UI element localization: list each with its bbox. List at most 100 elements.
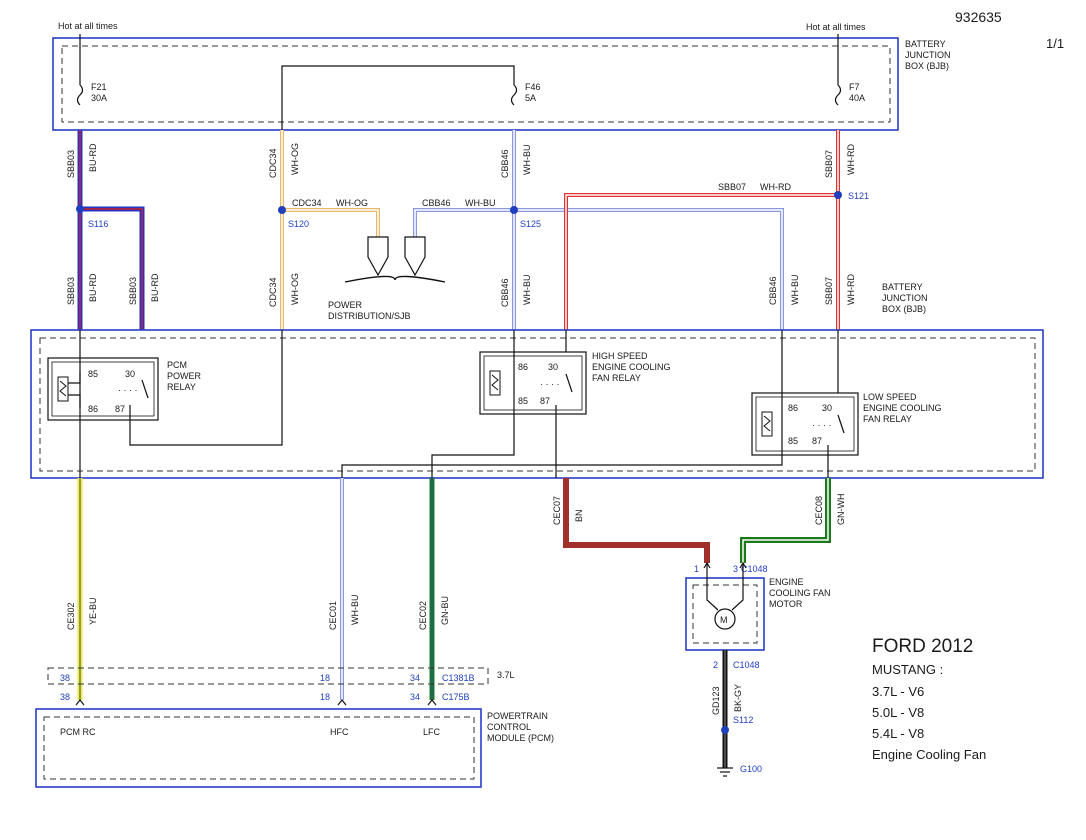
- svg-text:· · · ·: · · · ·: [540, 379, 560, 389]
- motor-pin1: 1: [694, 564, 699, 574]
- label-cec08: CEC08: [814, 496, 824, 525]
- label-cec01: CEC01: [328, 601, 338, 630]
- fuse-f46-id: F46: [525, 82, 541, 92]
- bjb-mid-label-1: BATTERY: [882, 282, 923, 292]
- pcm-label-2: CONTROL: [487, 722, 531, 732]
- label-cec02: CEC02: [418, 601, 428, 630]
- splice-s120: [278, 206, 286, 214]
- label-gnwh: GN-WH: [836, 494, 846, 526]
- fuse-f7-id: F7: [849, 82, 860, 92]
- low-relay-pin86: 86: [788, 403, 798, 413]
- pcm-label-3: MODULE (PCM): [487, 733, 554, 743]
- label-cdc34-horiz: CDC34: [292, 198, 322, 208]
- splice-s125: [510, 206, 518, 214]
- pcm-hfc-label: HFC: [330, 727, 349, 737]
- fuse-f21-amp: 30A: [91, 93, 107, 103]
- title-system: Engine Cooling Fan: [872, 747, 986, 762]
- label-cdc34-upper: CDC34: [268, 148, 278, 178]
- label-whbu-horiz: WH-BU: [465, 198, 496, 208]
- title-engine-1: 3.7L - V6: [872, 684, 924, 699]
- pcm-inner: [43, 716, 475, 780]
- pcm-relay-pin85: 85: [88, 369, 98, 379]
- fuse-f21-symbol: [76, 84, 84, 106]
- pcm-pin-arrow-1: [75, 699, 85, 706]
- fan-motor-icon: [714, 608, 736, 630]
- conn-c1381b: C1381B: [442, 673, 475, 683]
- motor-label-1: ENGINE: [769, 577, 804, 587]
- motor-conn-bottom: C1048: [733, 660, 760, 670]
- high-relay-label-3: FAN RELAY: [592, 373, 641, 383]
- wire-cbb46: [413, 130, 784, 330]
- motor-m: M: [720, 615, 728, 625]
- power-dist-label-1: POWER: [328, 300, 363, 310]
- power-distribution-connector: [344, 236, 446, 283]
- low-relay-86-wire: [341, 330, 783, 478]
- high-relay-label-2: ENGINE COOLING: [592, 362, 671, 372]
- high-relay-pin85: 85: [518, 396, 528, 406]
- f46-internal-wire: [281, 65, 515, 130]
- fuse-f46-symbol: [510, 84, 518, 106]
- ground-icon: [717, 767, 733, 777]
- pcm-relay-label-3: RELAY: [167, 382, 196, 392]
- label-whog-upper: WH-OG: [290, 143, 300, 175]
- title-make: FORD 2012: [872, 636, 973, 657]
- pin-38-b: 38: [60, 692, 70, 702]
- pin-18-b: 18: [320, 692, 330, 702]
- bjb-mid-inner: [39, 337, 1036, 472]
- label-sbb03-upper: SBB03: [66, 150, 76, 178]
- pcm-relay-87-wire: [129, 330, 283, 446]
- splice-s120-label: S120: [288, 219, 309, 229]
- label-sbb07-lower: SBB07: [824, 277, 834, 305]
- label-ce302: CE302: [66, 602, 76, 630]
- label-bn: BN: [574, 509, 584, 522]
- pcm-relay-label-1: PCM: [167, 360, 187, 370]
- c1381b-connector: [47, 667, 489, 685]
- bjb-top-label-2: JUNCTION: [905, 50, 951, 60]
- wire-cdc34: [280, 130, 380, 330]
- bjb-mid-label-2: JUNCTION: [882, 293, 928, 303]
- pcm-rc-label: PCM RC: [60, 727, 96, 737]
- motor-pin3: 3: [733, 564, 738, 574]
- page-number: 1/1: [1046, 36, 1064, 51]
- motor-lead-3: [731, 563, 744, 611]
- label-sbb03-lower: SBB03: [66, 277, 76, 305]
- pcm-relay-label-2: POWER: [167, 371, 202, 381]
- high-relay-label-1: HIGH SPEED: [592, 351, 648, 361]
- pcm-box: [35, 708, 482, 788]
- bjb-top-box: [52, 37, 899, 131]
- ground-g100: G100: [740, 764, 762, 774]
- high-relay-85-wire: [431, 330, 515, 478]
- bjb-top-label-1: BATTERY: [905, 39, 946, 49]
- wire-cec08: [740, 478, 831, 563]
- bjb-top-inner: [61, 45, 891, 123]
- low-relay-label-1: LOW SPEED: [863, 392, 917, 402]
- pcm-lfc-label: LFC: [423, 727, 441, 737]
- wire-sbb07: [564, 130, 840, 330]
- title-model: MUSTANG :: [872, 662, 943, 677]
- bjb-mid-label-3: BOX (BJB): [882, 304, 926, 314]
- label-cdc34-lower: CDC34: [268, 277, 278, 307]
- label-burd-upper: BU-RD: [88, 143, 98, 172]
- label-whrd-horiz: WH-RD: [760, 182, 791, 192]
- fan-motor-inner: [692, 584, 758, 644]
- pcm-pin-arrow-3: [427, 699, 437, 706]
- motor-pin2: 2: [713, 660, 718, 670]
- engine-37l: 3.7L: [497, 670, 515, 680]
- pcm-pin-arrow-2: [337, 699, 347, 706]
- splice-s121: [834, 191, 842, 199]
- doc-id: 932635: [955, 9, 1002, 25]
- label-whbu-lower-2: WH-BU: [790, 275, 800, 306]
- low-relay-pin30: 30: [822, 403, 832, 413]
- pcm-power-relay: · · · ·: [47, 357, 159, 421]
- hot-label-left: Hot at all times: [58, 21, 118, 31]
- wire-cec07: [563, 478, 710, 563]
- conn-c175b: C175B: [442, 692, 470, 702]
- high-relay-pin86: 86: [518, 362, 528, 372]
- low-relay-pin87: 87: [812, 436, 822, 446]
- pin-34-a: 34: [410, 673, 420, 683]
- pin-38-a: 38: [60, 673, 70, 683]
- label-cec07: CEC07: [552, 496, 562, 525]
- motor-conn-top: C1048: [741, 564, 768, 574]
- pcm-label-1: POWERTRAIN: [487, 711, 548, 721]
- label-sbb07-horiz: SBB07: [718, 182, 746, 192]
